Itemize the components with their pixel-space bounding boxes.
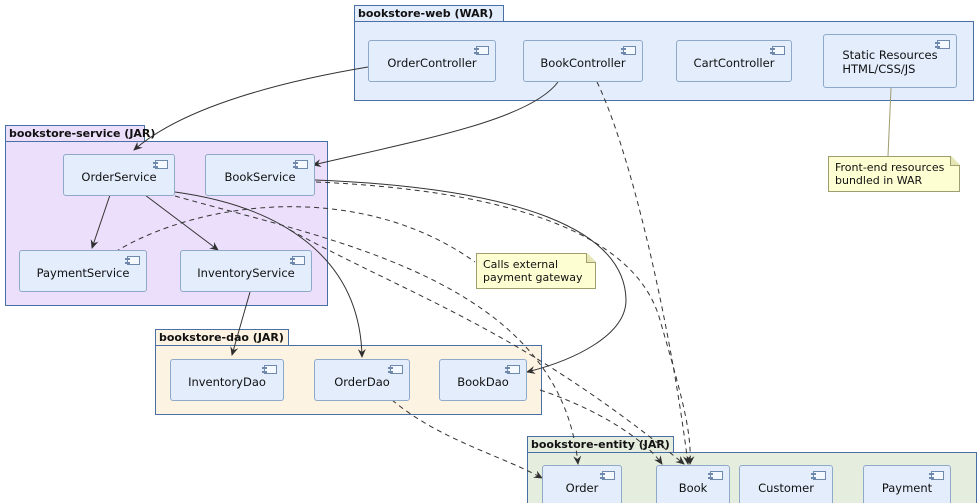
component-label: OrderController <box>387 56 477 70</box>
component-customer[interactable]: Customer <box>739 465 833 503</box>
component-label: InventoryDao <box>188 375 266 389</box>
component-icon <box>929 471 944 480</box>
component-icon <box>388 365 403 374</box>
component-icon <box>474 46 489 55</box>
component-paymentservice[interactable]: PaymentService <box>19 250 147 292</box>
component-icon <box>153 160 168 169</box>
package-tab-web: bookstore-web (WAR) <box>354 5 504 22</box>
component-label: PaymentService <box>36 266 130 280</box>
component-orderdao[interactable]: OrderDao <box>314 359 410 401</box>
component-label: InventoryService <box>197 266 295 280</box>
dashed-bookcontroller-book <box>596 81 691 465</box>
component-icon <box>600 471 615 480</box>
component-label: Book <box>678 481 708 495</box>
component-label: OrderDao <box>334 375 390 389</box>
component-icon <box>770 46 785 55</box>
component-label: BookDao <box>457 375 509 389</box>
component-bookcontroller[interactable]: BookController <box>523 40 643 82</box>
note-fold-icon <box>950 156 960 166</box>
component-icon <box>290 256 305 265</box>
component-icon <box>125 256 140 265</box>
component-icon <box>621 46 636 55</box>
component-icon <box>262 365 277 374</box>
component-bookdao[interactable]: BookDao <box>439 359 527 401</box>
component-label: BookService <box>224 170 296 184</box>
component-label: BookController <box>540 56 626 70</box>
component-icon <box>811 471 826 480</box>
component-label: Customer <box>758 481 814 495</box>
component-icon <box>935 40 950 49</box>
component-inventorydao[interactable]: InventoryDao <box>170 359 284 401</box>
package-tab-entity: bookstore-entity (JAR) <box>527 436 674 453</box>
component-ordercontroller[interactable]: OrderController <box>368 40 496 82</box>
component-order[interactable]: Order <box>542 465 622 503</box>
arrow-ordercontroller-orderservice <box>133 66 369 151</box>
component-cartcontroller[interactable]: CartController <box>676 40 792 82</box>
package-tab-service: bookstore-service (JAR) <box>5 125 155 142</box>
package-tab-dao: bookstore-dao (JAR) <box>155 329 289 346</box>
component-label: Static Resources HTML/CSS/JS <box>842 48 938 76</box>
component-orderservice[interactable]: OrderService <box>63 154 175 196</box>
component-icon <box>505 365 520 374</box>
component-icon <box>293 160 308 169</box>
component-static-resources[interactable]: Static Resources HTML/CSS/JS <box>823 34 957 88</box>
component-label: OrderService <box>81 170 157 184</box>
component-label: Payment <box>881 481 933 495</box>
component-book[interactable]: Book <box>656 465 730 503</box>
note-front-end-resources: Front-end resources bundled in WAR <box>828 156 960 192</box>
component-icon <box>708 471 723 480</box>
note-fold-icon <box>586 253 596 263</box>
dashed-bookservice-book <box>315 181 695 465</box>
component-inventoryservice[interactable]: InventoryService <box>180 250 312 292</box>
component-label: Order <box>565 481 599 495</box>
note-payment-gateway: Calls external payment gateway <box>476 253 596 289</box>
component-bookservice[interactable]: BookService <box>205 154 315 196</box>
component-payment[interactable]: Payment <box>863 465 951 503</box>
component-label: CartController <box>693 56 775 70</box>
